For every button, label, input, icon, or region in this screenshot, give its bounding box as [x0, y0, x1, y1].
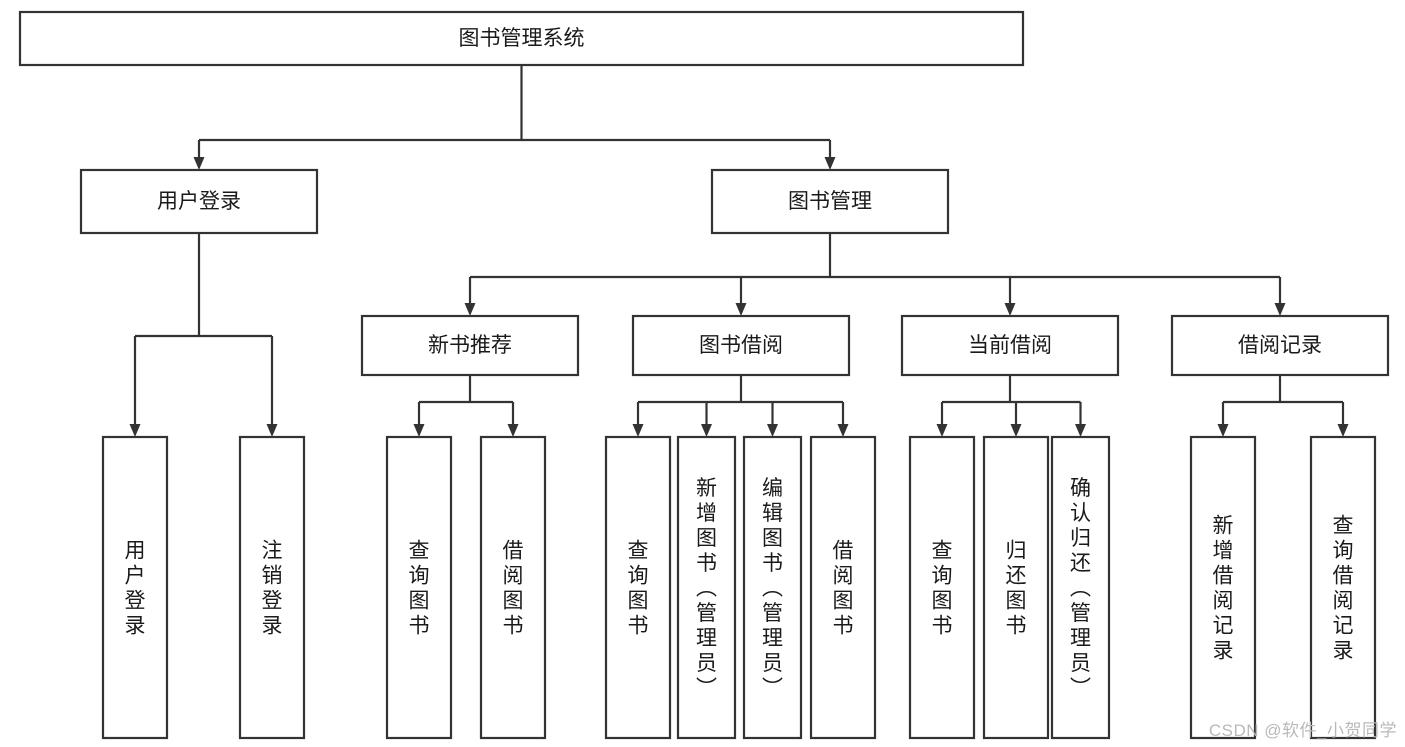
node-label-leaf-edit-book: 编辑图书︵管理员︶: [762, 477, 783, 700]
node-box-leaf-query-book-3: [908, 435, 976, 740]
node-label-book-manage: 图书管理: [788, 190, 872, 213]
node-box-current-borrow: [900, 314, 1120, 377]
node-new-book-recommend[interactable]: 新书推荐: [360, 314, 580, 377]
node-label-root: 图书管理系统: [459, 27, 585, 50]
arrow-head-leaf-borrow-book-1: [507, 424, 519, 437]
node-box-leaf-add-book: [676, 435, 737, 740]
node-box-leaf-confirm-return: [1050, 435, 1111, 740]
node-box-user-login: [79, 168, 319, 235]
node-box-borrow-records: [1170, 314, 1390, 377]
node-box-root: [18, 10, 1025, 67]
node-box-leaf-query-book-2: [604, 435, 672, 740]
node-leaf-borrow-book-2[interactable]: 借阅图书: [809, 435, 877, 740]
node-leaf-borrow-book-1[interactable]: 借阅图书: [479, 435, 547, 740]
connector-group-borrow-records: [1217, 375, 1349, 437]
node-box-leaf-edit-book: [742, 435, 803, 740]
csdn-watermark: CSDN @软件_小贺同学: [1208, 721, 1397, 740]
node-book-borrow[interactable]: 图书借阅: [631, 314, 851, 377]
node-label-leaf-query-book-2: 查询图书: [628, 540, 649, 638]
node-label-leaf-query-book-1: 查询图书: [409, 540, 430, 638]
node-label-leaf-borrow-book-2: 借阅图书: [833, 540, 854, 638]
arrow-head-leaf-confirm-return: [1075, 424, 1086, 437]
arrow-head-leaf-query-book-3: [936, 424, 948, 437]
arrow-head-leaf-query-record: [1337, 424, 1349, 437]
node-box-leaf-add-record: [1189, 435, 1257, 740]
node-box-leaf-query-book-1: [385, 435, 453, 740]
arrow-head-leaf-borrow-book-2: [837, 424, 849, 437]
node-label-leaf-query-record: 查询借阅记录: [1333, 515, 1354, 663]
node-label-leaf-user-login: 用户登录: [125, 540, 146, 638]
node-box-leaf-user-login: [101, 435, 169, 740]
node-current-borrow[interactable]: 当前借阅: [900, 314, 1120, 377]
node-book-manage[interactable]: 图书管理: [710, 168, 950, 235]
node-label-leaf-logout: 注销登录: [262, 540, 283, 638]
node-box-book-borrow: [631, 314, 851, 377]
connector-group-new-book-recommend: [413, 375, 519, 437]
node-label-leaf-query-book-3: 查询图书: [932, 540, 953, 638]
node-leaf-query-record[interactable]: 查询借阅记录: [1309, 435, 1377, 740]
arrow-head-leaf-return-book: [1010, 424, 1022, 437]
arrow-head-leaf-logout: [266, 424, 278, 437]
node-label-new-book-recommend: 新书推荐: [428, 334, 512, 357]
node-label-leaf-add-book: 新增图书︵管理员︶: [696, 477, 717, 700]
node-label-current-borrow: 当前借阅: [968, 334, 1052, 357]
node-box-leaf-borrow-book-2: [809, 435, 877, 740]
arrow-head-book-manage: [824, 157, 836, 170]
node-leaf-query-book-2[interactable]: 查询图书: [604, 435, 672, 740]
arrow-head-user-login: [193, 157, 205, 170]
node-box-leaf-query-record: [1309, 435, 1377, 740]
node-root[interactable]: 图书管理系统: [18, 10, 1025, 67]
node-leaf-confirm-return[interactable]: 确认归还︵管理员︶: [1050, 435, 1111, 740]
node-label-leaf-add-record: 新增借阅记录: [1213, 515, 1234, 663]
node-label-borrow-records: 借阅记录: [1238, 334, 1322, 357]
node-leaf-return-book[interactable]: 归还图书: [982, 435, 1050, 740]
node-box-leaf-return-book: [982, 435, 1050, 740]
arrow-head-leaf-add-record: [1217, 424, 1229, 437]
connector-group-book-manage: [464, 233, 1286, 316]
connectors-layer: [129, 65, 1349, 437]
node-box-book-manage: [710, 168, 950, 235]
arrow-head-leaf-edit-book: [767, 424, 778, 437]
node-label-leaf-borrow-book-1: 借阅图书: [503, 540, 524, 638]
arrow-head-borrow-records: [1274, 303, 1286, 316]
arrow-head-leaf-query-book-2: [632, 424, 644, 437]
node-box-leaf-logout: [238, 435, 306, 740]
connector-group-user-login: [129, 233, 278, 437]
node-label-book-borrow: 图书借阅: [699, 334, 783, 357]
node-label-leaf-return-book: 归还图书: [1006, 540, 1027, 638]
node-leaf-query-book-3[interactable]: 查询图书: [908, 435, 976, 740]
node-leaf-query-book-1[interactable]: 查询图书: [385, 435, 453, 740]
connector-group-book-borrow: [632, 375, 849, 437]
nodes-layer: 图书管理系统用户登录图书管理新书推荐图书借阅当前借阅借阅记录用户登录注销登录查询…: [18, 10, 1390, 740]
arrow-head-new-book-recommend: [464, 303, 476, 316]
node-user-login[interactable]: 用户登录: [79, 168, 319, 235]
node-label-leaf-confirm-return: 确认归还︵管理员︶: [1070, 477, 1091, 700]
connector-group-root: [193, 65, 836, 170]
arrow-head-leaf-add-book: [701, 424, 712, 437]
node-leaf-add-book[interactable]: 新增图书︵管理员︶: [676, 435, 737, 740]
node-leaf-edit-book[interactable]: 编辑图书︵管理员︶: [742, 435, 803, 740]
connector-group-current-borrow: [936, 375, 1086, 437]
node-borrow-records[interactable]: 借阅记录: [1170, 314, 1390, 377]
node-leaf-logout[interactable]: 注销登录: [238, 435, 306, 740]
arrow-head-leaf-query-book-1: [413, 424, 425, 437]
arrow-head-book-borrow: [735, 303, 747, 316]
node-leaf-add-record[interactable]: 新增借阅记录: [1189, 435, 1257, 740]
node-leaf-user-login[interactable]: 用户登录: [101, 435, 169, 740]
node-label-user-login: 用户登录: [157, 190, 241, 213]
node-box-leaf-borrow-book-1: [479, 435, 547, 740]
arrow-head-leaf-user-login: [129, 424, 141, 437]
arrow-head-current-borrow: [1004, 303, 1016, 316]
node-box-new-book-recommend: [360, 314, 580, 377]
